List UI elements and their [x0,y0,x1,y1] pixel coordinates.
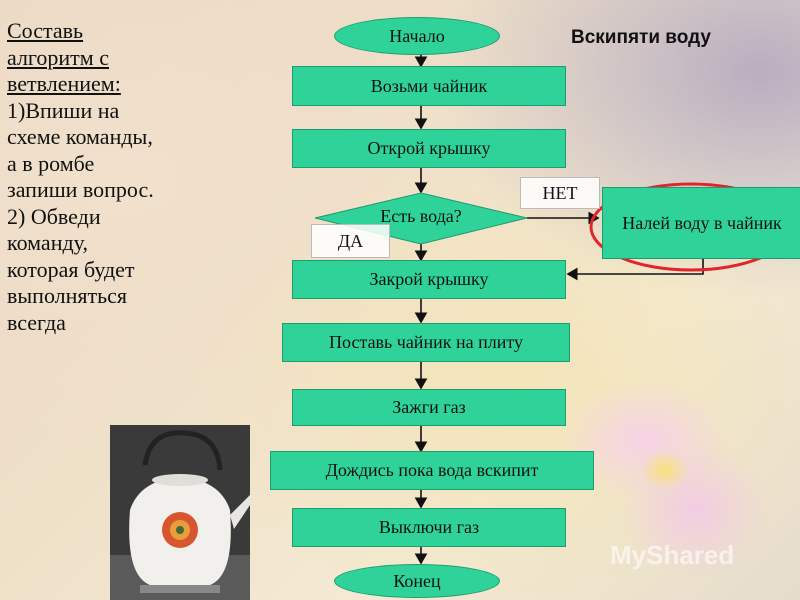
start-node: Начало [334,17,500,55]
task-line: которая будет [7,256,135,282]
heading: Вскипяти воду [571,27,711,48]
task-line: всегда [7,309,66,335]
yes-label: ДА [311,224,390,258]
decision-diamond [314,192,528,245]
task-line: выполняться [7,283,128,308]
watermark-logo: MyShared [610,540,735,570]
kettle-icon [110,425,250,600]
end-node: Конец [334,564,500,598]
step-take-kettle: Возьми чайник [292,66,566,106]
step-put-on-stove: Поставь чайник на плиту [282,323,570,362]
step-open-lid: Открой крышку [292,129,566,168]
task-text: Составь алгоритм с ветвлением: 1)Впиши н… [7,18,154,336]
task-line: Составь [7,18,84,43]
step-close-lid: Закрой крышку [292,260,566,299]
task-line: а в ромбе [7,150,95,176]
step-wait-boil: Дождись пока вода вскипит [270,451,594,490]
task-line: 1)Впиши на [7,97,120,123]
branch-fill-water: Налей воду в чайник [602,187,800,259]
step-light-gas: Зажги газ [292,389,566,426]
arrow [566,258,704,281]
task-line: запиши вопрос. [7,177,154,202]
task-line: схеме команды, [7,124,153,149]
task-line: 2) Обведи [7,203,101,229]
task-line: команду, [7,230,88,255]
no-label: НЕТ [520,177,600,209]
decision-label: Есть вода? [380,206,462,226]
kettle-photo [110,425,250,600]
step-turn-off-gas: Выключи газ [292,508,566,547]
task-line: алгоритм с [7,44,109,70]
task-line: ветвлением: [7,71,121,96]
flower-center [640,450,690,490]
